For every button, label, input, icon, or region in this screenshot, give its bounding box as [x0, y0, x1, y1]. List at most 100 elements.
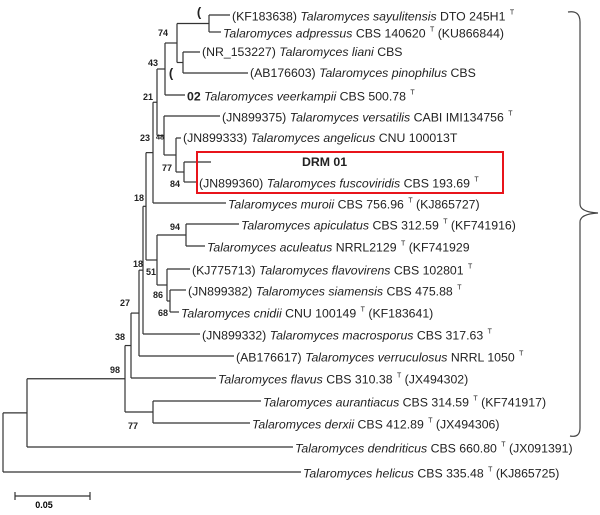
taxon-acc: (KJ775713)	[192, 263, 256, 278]
bootstrap-value: 98	[109, 365, 121, 375]
taxon-acc: (NR_153227)	[202, 45, 276, 59]
taxon-strain: DTO 245H1	[440, 9, 506, 24]
taxon-strain: CBS 317.63	[416, 328, 484, 343]
taxon-sup: T	[468, 263, 473, 271]
taxon-strain: CNU 100149	[285, 306, 357, 321]
clade-bracket	[567, 11, 599, 437]
taxon-sup: T	[396, 372, 402, 380]
taxon-name: Talaromyces helicus	[303, 466, 414, 481]
taxon-label: Talaromyces aurantiacus CBS 314.59 T (KF…	[263, 393, 546, 410]
taxon-name: Talaromyces cnidii	[181, 306, 282, 321]
bootstrap-value: 94	[169, 222, 181, 232]
taxon-name: Talaromyces flavovirens	[259, 263, 391, 278]
taxon-strain: CBS 500.78	[339, 89, 406, 104]
bootstrap-value: 77	[161, 163, 173, 173]
taxon-tail: (KF741917)	[481, 395, 547, 410]
taxon-strain: DRM 01	[302, 155, 348, 169]
taxon-name: Talaromyces aculeatus	[207, 240, 333, 255]
taxon-sup: T	[443, 218, 448, 226]
bootstrap-value: 18	[133, 193, 145, 203]
taxon-tail: (JX091391)	[509, 441, 573, 456]
taxon-name: Talaromyces apiculatus	[241, 218, 370, 233]
taxon-acc: (JN899332)	[202, 328, 267, 343]
taxon-strain: CBS 312.59	[372, 218, 439, 233]
taxon-strain: CBS 314.59	[402, 395, 469, 410]
taxon-name: Talaromyces versatilis	[289, 110, 411, 125]
taxon-sup: T	[501, 441, 506, 449]
taxon-label: (JN899333) Talaromyces angelicus CNU 100…	[183, 131, 457, 145]
taxon-name: Talaromyces macrosporus	[269, 328, 414, 343]
taxon-acc: (JN899360)	[199, 176, 264, 191]
taxon-strain: CBS 475.88	[386, 284, 453, 299]
bootstrap-value: 27	[119, 298, 131, 308]
taxon-sup: T	[457, 284, 462, 292]
taxon-acc: (AB176603)	[250, 66, 316, 80]
taxon-label: Talaromyces muroii CBS 756.96 T (KJ86572…	[228, 195, 480, 212]
taxon-name: Talaromyces derxii	[252, 417, 355, 432]
taxon-acc: (JN899382)	[188, 284, 253, 299]
taxon-sup: T	[401, 240, 406, 248]
taxon-name: Talaromyces verruculosus	[305, 350, 448, 365]
taxon-label: (JN899382) Talaromyces siamensis CBS 475…	[188, 282, 461, 299]
taxon-label: (NR_153227) Talaromyces liani CBS	[202, 45, 403, 59]
taxon-name: Talaromyces dendriticus	[295, 441, 428, 456]
taxon-strain: CBS 102801	[393, 263, 464, 278]
taxon-sup: T	[509, 9, 515, 17]
bootstrap-value: 74	[157, 28, 169, 38]
taxon-name: Talaromyces sayulitensis	[300, 9, 437, 24]
taxon-sup: T	[474, 176, 479, 184]
taxon-strain: CBS	[377, 45, 403, 59]
bootstrap-value: 84	[169, 179, 181, 189]
bootstrap-value: 21	[142, 92, 154, 102]
scale-bar-label: 0.05	[35, 500, 53, 510]
taxon-label: (JN899332) Talaromyces macrosporus CBS 3…	[202, 326, 492, 343]
taxon-label: Talaromyces dendriticus CBS 660.80 T (JX…	[295, 439, 573, 456]
taxon-strain: CBS	[450, 66, 476, 80]
bootstrap-value: 43	[147, 58, 159, 68]
taxon-name: Talaromyces muroii	[228, 197, 335, 212]
taxon-label: Talaromyces derxii CBS 412.89 T (JX49430…	[252, 415, 500, 432]
taxon-strain: NRRL 1050	[450, 350, 515, 365]
taxon-acc: (JN899333)	[183, 131, 248, 145]
taxon-strain: CBS 140620	[355, 26, 426, 41]
taxon-tail: (KJ865725)	[495, 466, 560, 481]
taxon-tail: (KF741929	[408, 240, 470, 255]
taxon-name: Talaromyces liani	[279, 45, 374, 59]
taxon-label: Talaromyces flavus CBS 310.38 T (JX49430…	[218, 370, 468, 387]
taxon-label: DRM 01	[302, 155, 347, 169]
taxon-acc: (KF183638)	[232, 9, 297, 24]
taxon-acc: 02	[187, 89, 201, 104]
bootstrap-value: 23	[139, 133, 151, 143]
taxon-sup: T	[428, 417, 433, 425]
taxon-tail: (JX494302)	[404, 372, 469, 387]
taxon-strain: CBS 660.80	[430, 441, 497, 456]
taxon-sup: T	[487, 328, 492, 336]
taxon-label: Talaromyces cnidii CNU 100149 T (KF18364…	[181, 304, 433, 321]
taxon-sup: T	[508, 110, 513, 118]
taxon-name: Talaromyces adpressus	[223, 26, 353, 41]
stray-parenthesis: (	[196, 4, 202, 20]
bootstrap-value: 51	[145, 267, 157, 277]
taxon-name: Talaromyces aurantiacus	[263, 395, 400, 410]
taxon-sup: T	[410, 89, 415, 97]
taxon-label: (AB176617) Talaromyces verruculosus NRRL…	[236, 348, 523, 365]
taxon-tail: (KF741916)	[450, 218, 516, 233]
taxon-sup: T	[473, 395, 478, 403]
bootstrap-value: 86	[152, 290, 164, 300]
taxon-sup: T	[488, 466, 493, 474]
taxon-tail: (KF183641)	[368, 306, 434, 321]
taxon-tail: (KU866844)	[437, 26, 505, 41]
taxon-strain: CNU 100013T	[378, 131, 458, 145]
taxon-strain: CABI IMI134756	[413, 110, 504, 125]
taxon-label: Talaromyces adpressus CBS 140620 T (KU86…	[223, 24, 504, 41]
bootstrap-value: 18	[132, 259, 144, 269]
taxon-name: Talaromyces veerkampii	[204, 89, 337, 104]
taxon-strain: CBS 193.69	[403, 176, 470, 191]
taxon-strain: CBS 756.96	[337, 197, 404, 212]
taxon-tail: (KJ865727)	[416, 197, 480, 212]
taxon-label: Talaromyces aculeatus NRRL2129 T (KF7419…	[207, 238, 470, 255]
taxon-name: Talaromyces fuscoviridis	[266, 176, 401, 191]
taxon-strain: CBS 335.48	[417, 466, 484, 481]
